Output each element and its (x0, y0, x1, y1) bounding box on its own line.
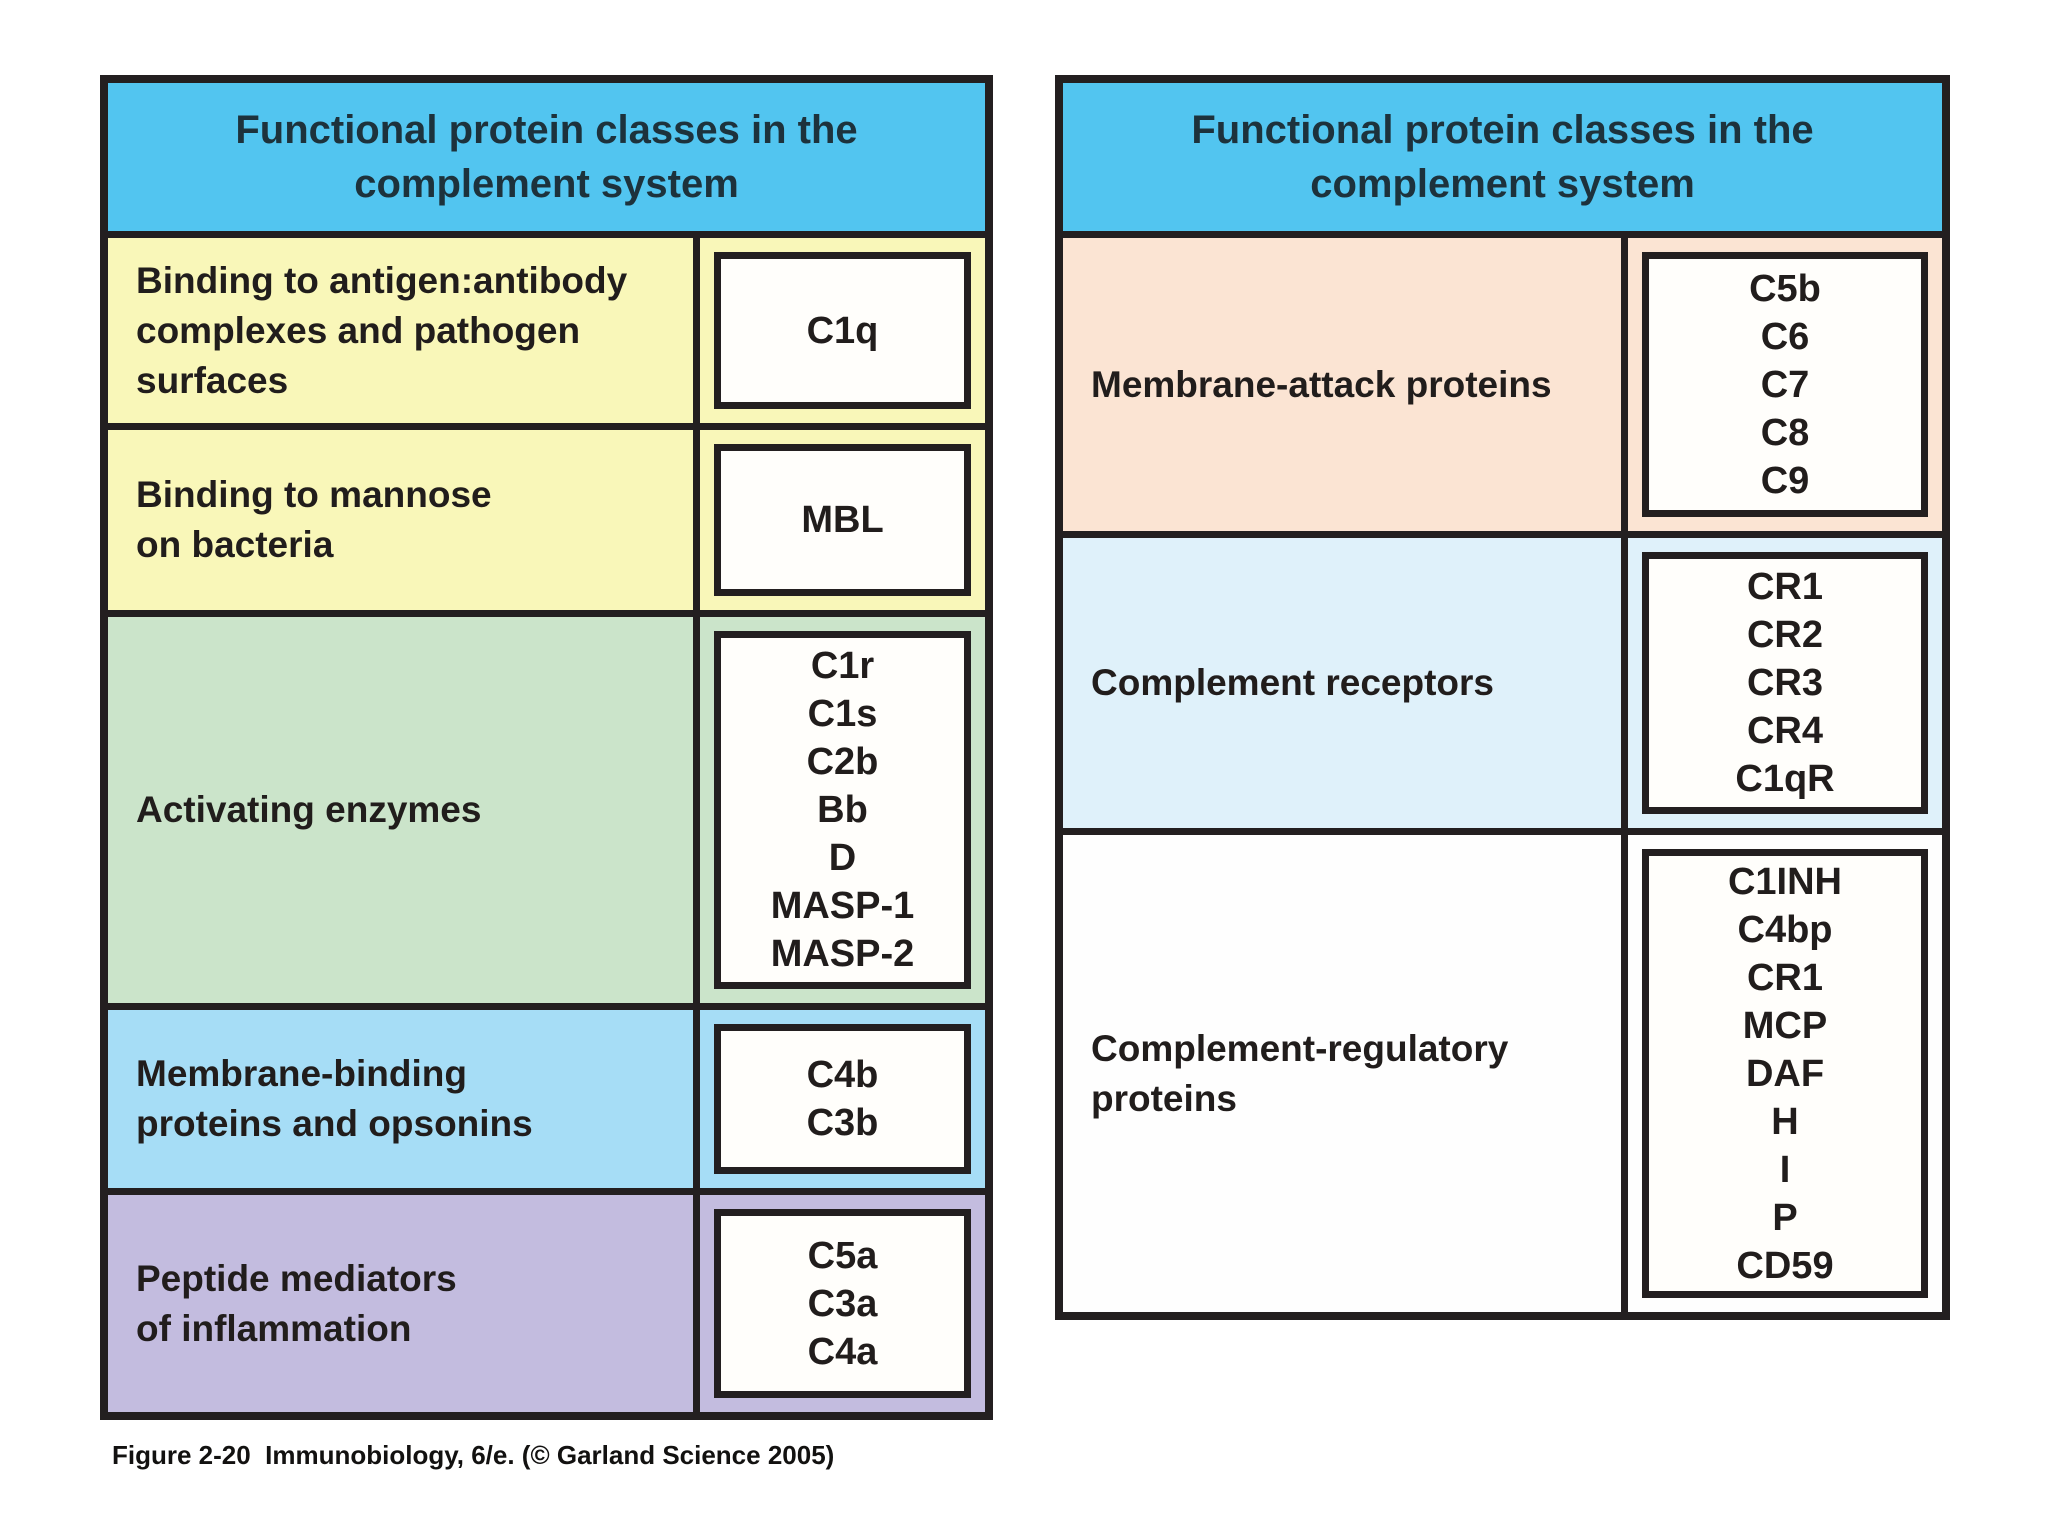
protein-item: DAF (1745, 1052, 1825, 1095)
row-label-line: Membrane-attack proteins (1091, 363, 1552, 405)
protein-item: P (1772, 1196, 1798, 1239)
protein-item: CR1 (1746, 956, 1824, 999)
row-label-line: complexes and pathogen (136, 309, 581, 351)
protein-item: C6 (1760, 315, 1810, 358)
protein-item: C4bp (1737, 908, 1833, 951)
row-value-cell: CR1 CR2 CR3 CR4 C1qR (1628, 538, 1942, 828)
protein-item: H (1771, 1100, 1799, 1143)
row-label-cell: Membrane-binding proteins and opsonins (108, 1010, 700, 1188)
table-row-membrane-attack: Membrane-attack proteins C5b C6 C7 C8 C9 (1063, 238, 1942, 538)
row-label-line: proteins and opsonins (136, 1103, 533, 1144)
protein-item: MASP-1 (770, 885, 915, 927)
row-value-cell: C1INH C4bp CR1 MCP DAF H I P CD59 (1628, 835, 1942, 1312)
protein-item: C1s (807, 693, 878, 735)
table-row-binding-antigen: Binding to antigen:antibody complexes an… (108, 238, 985, 430)
row-label-line: Membrane-binding (136, 1053, 467, 1094)
protein-box: C1r C1s C2b Bb D MASP-1 MASP-2 (714, 631, 971, 989)
row-label-cell: Complement receptors (1063, 538, 1628, 828)
protein-item: D (828, 837, 857, 879)
protein-box: CR1 CR2 CR3 CR4 C1qR (1642, 552, 1928, 814)
row-label-line: Binding to antigen:antibody (136, 259, 628, 301)
protein-box: C1INH C4bp CR1 MCP DAF H I P CD59 (1642, 849, 1928, 1298)
protein-box: MBL (714, 444, 971, 596)
protein-item: CR2 (1746, 614, 1824, 656)
table-title-line: Functional protein classes in the (1191, 108, 1814, 152)
row-value-cell: C1r C1s C2b Bb D MASP-1 MASP-2 (700, 617, 985, 1003)
protein-item: MCP (1742, 1004, 1828, 1047)
protein-item: C4b (806, 1054, 879, 1096)
protein-item: C5b (1749, 267, 1821, 310)
row-label-line: Complement-regulatory (1091, 1027, 1509, 1069)
left-table: Functional protein classes in the comple… (100, 75, 993, 1420)
row-label-cell: Activating enzymes (108, 617, 700, 1003)
row-value-cell: C4b C3b (700, 1010, 985, 1188)
protein-box: C1q (714, 252, 971, 409)
protein-item: C7 (1760, 363, 1810, 406)
protein-item: CR4 (1746, 710, 1824, 752)
protein-box: C4b C3b (714, 1024, 971, 1174)
protein-item: MBL (801, 499, 884, 541)
protein-box: C5a C3a C4a (714, 1209, 971, 1398)
row-label-cell: Binding to antigen:antibody complexes an… (108, 238, 700, 423)
table-row-complement-regulatory: Complement-regulatory proteins C1INH C4b… (1063, 835, 1942, 1312)
protein-item: CR1 (1746, 566, 1824, 608)
row-label-line: surfaces (136, 359, 289, 401)
protein-item: CR3 (1746, 662, 1824, 704)
table-title-line: complement system (354, 162, 739, 206)
row-label-cell: Membrane-attack proteins (1063, 238, 1628, 531)
row-value-cell: C1q (700, 238, 985, 423)
table-row-binding-mannose: Binding to mannose on bacteria MBL (108, 430, 985, 617)
row-label-cell: Binding to mannose on bacteria (108, 430, 700, 610)
protein-item: C1q (806, 309, 879, 352)
protein-item: C1r (810, 645, 875, 687)
row-label-line: on bacteria (136, 524, 334, 565)
protein-box: C5b C6 C7 C8 C9 (1642, 252, 1928, 517)
protein-item: C1qR (1735, 758, 1835, 800)
protein-item: C1INH (1727, 860, 1843, 903)
left-table-header: Functional protein classes in the comple… (108, 83, 985, 238)
row-label-line: Binding to mannose (136, 474, 492, 515)
protein-item: C2b (806, 741, 879, 783)
protein-item: C9 (1760, 459, 1810, 502)
protein-item: Bb (817, 789, 868, 831)
table-title-line: Functional protein classes in the (235, 108, 858, 152)
table-row-membrane-binding: Membrane-binding proteins and opsonins C… (108, 1010, 985, 1195)
protein-item: CD59 (1736, 1244, 1834, 1287)
table-row-complement-receptors: Complement receptors CR1 CR2 CR3 CR4 C1q… (1063, 538, 1942, 835)
protein-item: C3b (806, 1102, 879, 1144)
row-value-cell: C5b C6 C7 C8 C9 (1628, 238, 1942, 531)
row-value-cell: MBL (700, 430, 985, 610)
table-title-line: complement system (1310, 162, 1695, 206)
row-label-line: Peptide mediators (136, 1257, 457, 1299)
protein-item: I (1779, 1148, 1791, 1191)
protein-item: C8 (1760, 411, 1810, 454)
protein-item: C3a (807, 1282, 878, 1325)
right-table-header: Functional protein classes in the comple… (1063, 83, 1942, 238)
row-label-line: proteins (1091, 1077, 1237, 1119)
row-label-line: of inflammation (136, 1307, 412, 1349)
row-label-cell: Complement-regulatory proteins (1063, 835, 1628, 1312)
right-table: Functional protein classes in the comple… (1055, 75, 1950, 1320)
row-label-cell: Peptide mediators of inflammation (108, 1195, 700, 1412)
protein-item: C5a (807, 1234, 878, 1277)
figure-caption: Figure 2-20 Immunobiology, 6/e. (© Garla… (112, 1440, 835, 1470)
protein-item: MASP-2 (770, 933, 915, 975)
table-row-peptide-mediators: Peptide mediators of inflammation C5a C3… (108, 1195, 985, 1412)
row-value-cell: C5a C3a C4a (700, 1195, 985, 1412)
protein-item: C4a (807, 1330, 878, 1373)
row-label-line: Activating enzymes (136, 789, 482, 830)
row-label-line: Complement receptors (1091, 662, 1494, 703)
table-row-activating-enzymes: Activating enzymes C1r C1s C2b Bb D MASP… (108, 617, 985, 1010)
